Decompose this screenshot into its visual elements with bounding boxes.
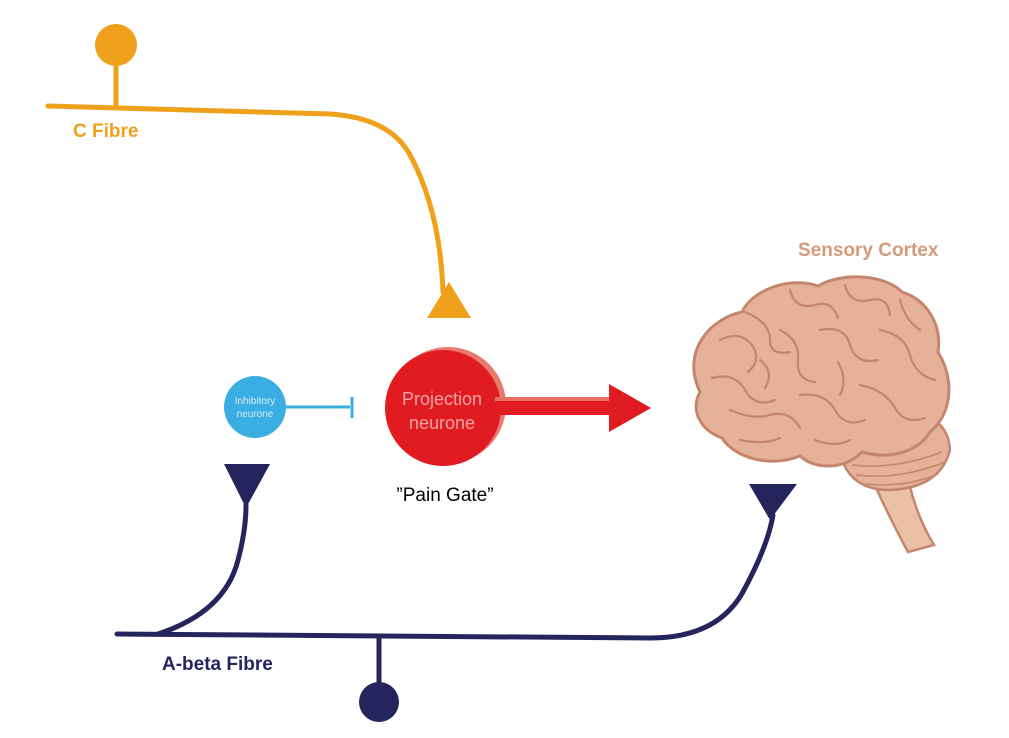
c-fibre-axon [45,103,446,295]
sensory-cortex: Sensory Cortex [692,240,952,554]
a-beta-fibre-cell-body [359,682,399,722]
pain-gate-label: ”Pain Gate” [396,485,493,506]
cerebellum-folds [851,451,946,486]
brain-icon [692,275,952,554]
a-beta-inhibitory-synapse-terminal [224,464,270,508]
cerebrum [692,275,951,468]
a-beta-fibre-axon [114,512,776,641]
brain-sulci [710,283,937,446]
a-beta-fibre-branch-to-inhibitory [155,502,249,637]
projection-neurone: Projection neurone ”Pain Gate” [385,347,651,506]
a-beta-fibre: A-beta Fibre [114,464,797,722]
projection-neurone-label-line1: Projection [402,389,482,409]
projection-axon [495,401,613,415]
inhibitory-neurone-label-line2: neurone [237,409,274,420]
projection-neurone-label-line2: neurone [409,413,475,433]
a-beta-fibre-label: A-beta Fibre [162,654,273,675]
c-fibre: C Fibre [45,24,471,318]
inhibitory-neurone: Inhibitory neurone [224,376,354,438]
c-fibre-synapse-terminal [427,282,471,318]
inhibitory-neurone-label-line1: Inhibitory [235,396,276,407]
projection-neurone-body [385,350,501,466]
a-beta-cortex-synapse-terminal [749,484,797,520]
c-fibre-label: C Fibre [73,121,138,142]
projection-arrowhead [609,384,651,432]
c-fibre-cell-body [95,24,137,66]
inhibitory-neurone-body [224,376,286,438]
sensory-cortex-label: Sensory Cortex [798,240,939,261]
